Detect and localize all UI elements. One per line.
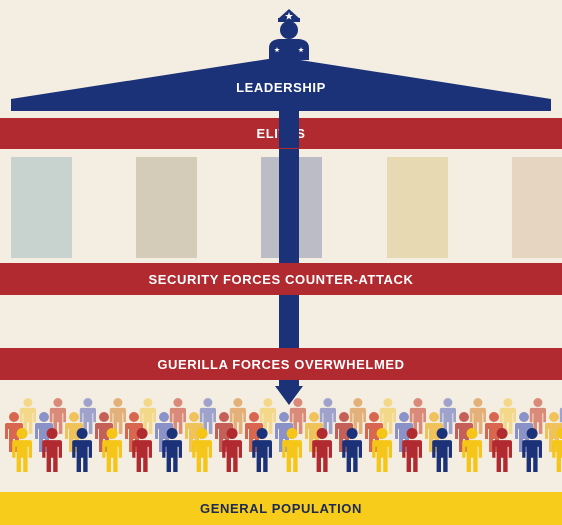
person-icon bbox=[192, 428, 212, 472]
guerilla-forces-band: GUERILLA FORCES OVERWHELMED bbox=[0, 348, 562, 380]
person-icon bbox=[319, 398, 336, 434]
person-icon bbox=[492, 428, 512, 472]
person-icon bbox=[372, 428, 392, 472]
person-icon bbox=[49, 398, 66, 434]
person-icon bbox=[139, 398, 156, 434]
general-population-label: GENERAL POPULATION bbox=[200, 501, 362, 516]
person-icon bbox=[12, 428, 32, 472]
person-icon bbox=[109, 398, 126, 434]
person-icon bbox=[522, 428, 542, 472]
person-icon bbox=[229, 398, 246, 434]
person-icon bbox=[252, 428, 272, 472]
person-icon bbox=[199, 398, 216, 434]
crowd bbox=[5, 398, 562, 473]
person-icon bbox=[79, 398, 96, 434]
person-icon bbox=[102, 428, 122, 472]
person-icon bbox=[162, 428, 182, 472]
person-icon bbox=[529, 398, 546, 434]
person-icon bbox=[282, 428, 302, 472]
person-icon bbox=[19, 398, 36, 434]
leadership-roof bbox=[11, 57, 551, 111]
person-icon bbox=[379, 398, 396, 434]
person-icon bbox=[289, 398, 306, 434]
person-icon bbox=[409, 398, 426, 434]
security-forces-label: SECURITY FORCES COUNTER-ATTACK bbox=[148, 271, 414, 287]
person-icon bbox=[469, 398, 486, 434]
person-icon bbox=[132, 428, 152, 472]
person-icon bbox=[349, 398, 366, 434]
person-icon bbox=[222, 428, 242, 472]
person-icon bbox=[552, 428, 562, 473]
person-icon bbox=[402, 428, 422, 472]
person-icon bbox=[342, 428, 362, 472]
column-2 bbox=[136, 157, 197, 258]
person-icon bbox=[462, 428, 482, 472]
military-officer-icon bbox=[269, 9, 309, 60]
down-arrow bbox=[275, 111, 303, 405]
person-icon bbox=[169, 398, 186, 434]
person-icon bbox=[72, 428, 92, 472]
security-forces-band: SECURITY FORCES COUNTER-ATTACK bbox=[0, 263, 562, 295]
person-icon bbox=[432, 428, 452, 472]
person-icon bbox=[499, 398, 516, 434]
column-4 bbox=[387, 157, 448, 258]
general-population-band: GENERAL POPULATION bbox=[0, 492, 562, 525]
person-icon bbox=[42, 428, 62, 472]
person-icon bbox=[259, 398, 276, 434]
person-icon bbox=[439, 398, 456, 434]
guerilla-forces-label: GUERILLA FORCES OVERWHELMED bbox=[157, 356, 405, 372]
person-icon bbox=[312, 428, 332, 472]
person-icon bbox=[559, 407, 562, 423]
column-5 bbox=[512, 157, 562, 258]
column-1 bbox=[11, 157, 72, 258]
leadership-label: LEADERSHIP bbox=[236, 80, 326, 95]
